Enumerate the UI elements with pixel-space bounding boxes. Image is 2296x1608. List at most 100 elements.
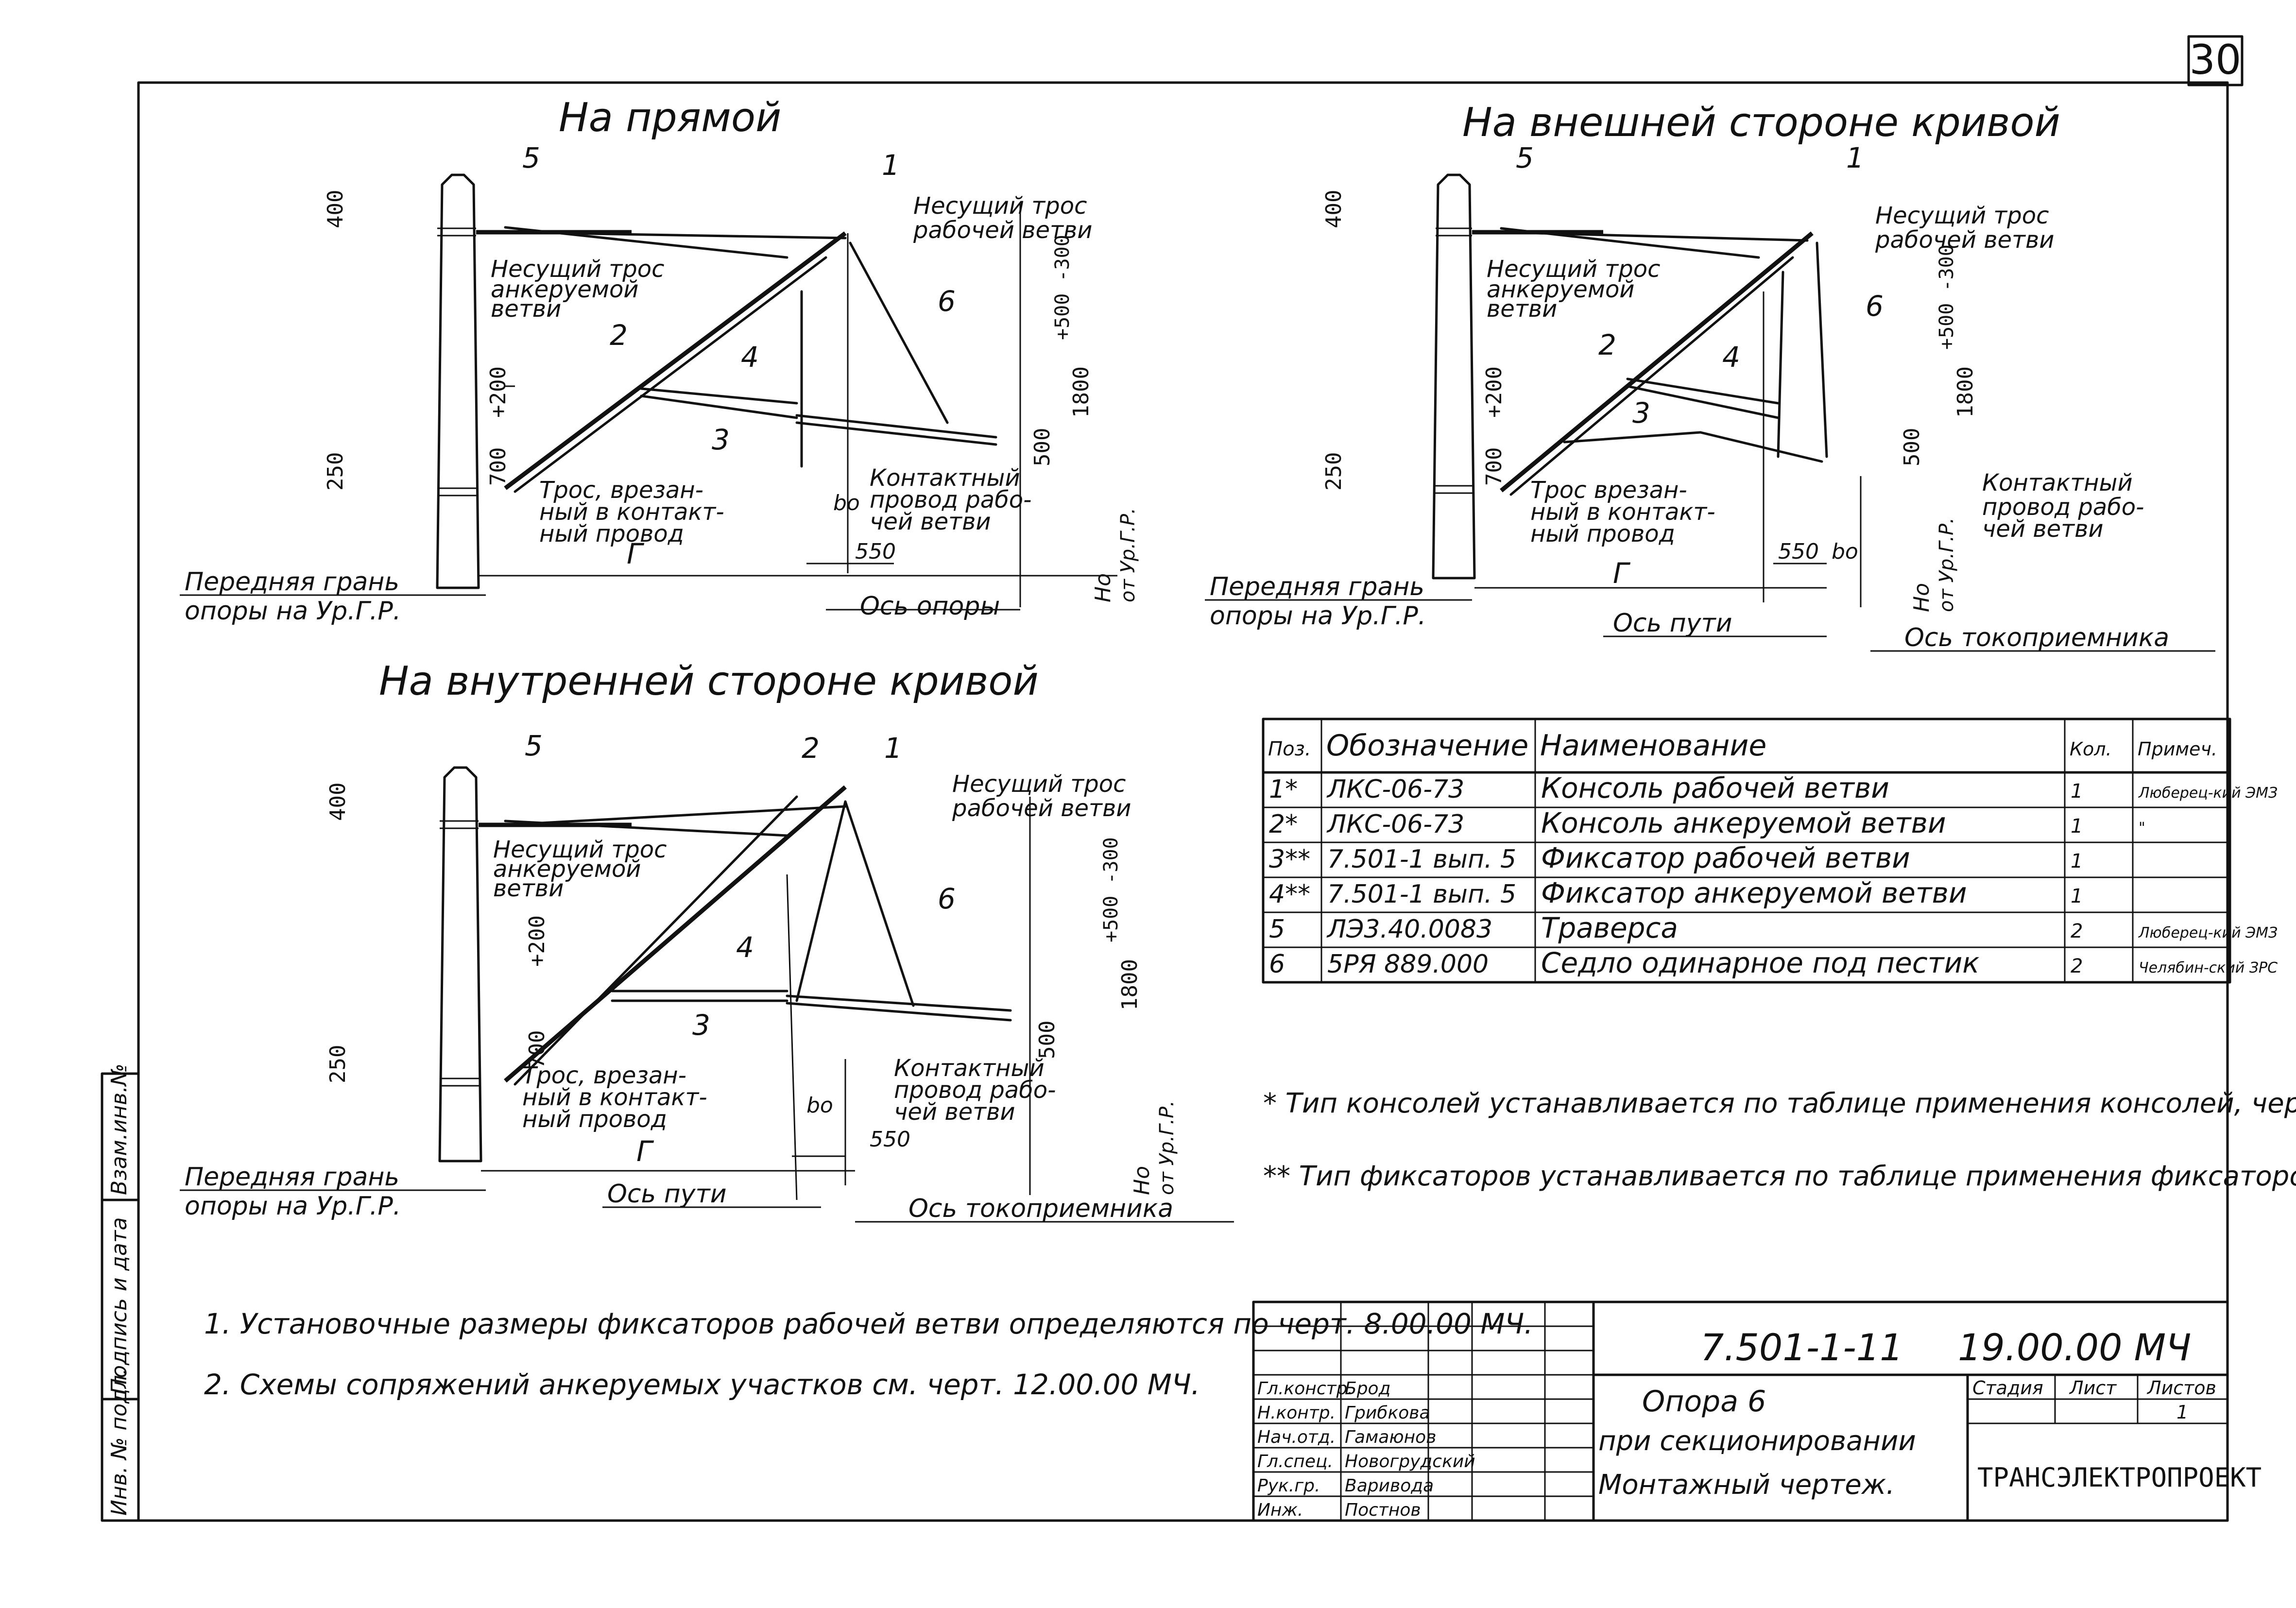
table-header-cell: Примеч. — [2138, 738, 2217, 760]
sheet-frame: 30 — [137, 35, 2244, 1522]
dim-b0: bо — [1832, 539, 1858, 564]
view-title: На прямой — [559, 95, 781, 141]
sheet-number: 30 — [2190, 36, 2242, 84]
role-title: Инж. — [1257, 1500, 1303, 1520]
table-cell: ЛКС-06-73 — [1326, 775, 1464, 804]
table-cell: 1 — [2071, 815, 2083, 838]
front-face-label: Передняя грань — [185, 567, 399, 597]
pos-1: 1 — [1846, 141, 1864, 174]
contact-wire-label-3: чей ветви — [870, 508, 991, 535]
table-cell: 7.501-1 вып. 5 — [1327, 845, 1516, 874]
table-cell: ЛКС-06-73 — [1326, 810, 1464, 839]
table-header-cell: Кол. — [2070, 738, 2112, 760]
carrier-anchored-label-3: ветви — [1487, 295, 1557, 323]
pos-4: 4 — [736, 931, 754, 964]
console — [1500, 231, 1814, 493]
carrier-anchored-label-2: анкеруемой — [491, 276, 639, 303]
role-name: Новогрудский — [1345, 1452, 1475, 1471]
role-name: Варивода — [1345, 1476, 1434, 1496]
table-cell: ЛЭ3.40.0083 — [1326, 915, 1492, 944]
dim-b0: bо — [806, 1093, 833, 1118]
carrier-anchored-label-2: анкеруемой — [1487, 276, 1635, 303]
stamp-inv: Инв. № подл. — [107, 1368, 132, 1516]
footnotes: * Тип консолей устанавливается по таблиц… — [1263, 1088, 2296, 1192]
table-cell: Фиксатор рабочей ветви — [1541, 841, 1910, 874]
contact-wire-label: Контактный — [870, 464, 1020, 492]
axis-label: Ось пути — [1613, 609, 1732, 638]
fixator-4 — [640, 387, 798, 405]
axis-label: Ось опоры — [860, 592, 1000, 621]
front-face-label-2: опоры на Ур.Г.Р. — [185, 1192, 401, 1221]
title-line-1: Опора 6 — [1642, 1385, 1766, 1419]
dim-h0: Но — [1091, 573, 1115, 602]
general-notes: 1. Установочные размеры фиксаторов рабоч… — [204, 1307, 1533, 1401]
table-header-cell: Наименование — [1540, 729, 1766, 763]
pos-3: 3 — [1632, 396, 1650, 429]
cut-cable-label-2: ный в контакт- — [1530, 498, 1715, 526]
cut-cable-label-3: ный провод — [1530, 520, 1675, 547]
dim-plus200: +200 — [525, 915, 549, 967]
pos-6: 6 — [1866, 290, 1884, 323]
table-cell: Седло одинарное под пестик — [1541, 946, 1979, 979]
front-face-label-2: опоры на Ур.Г.Р. — [1210, 601, 1426, 631]
contact-wire-label-3: чей ветви — [894, 1098, 1015, 1126]
cut-cable-label: Трос, врезан- — [539, 477, 703, 504]
pos-2: 2 — [610, 319, 628, 352]
title-line-2: при секционировании — [1598, 1425, 1916, 1457]
dim-550: 550 — [870, 1127, 910, 1152]
carrier-anchored-label: Несущий трос — [493, 836, 667, 863]
carrier-work-label-2: рабочей ветви — [952, 795, 1131, 822]
dim-550: 550 — [855, 539, 896, 564]
dim-550: 550 — [1778, 539, 1819, 564]
front-face-label-2: опоры на Ур.Г.Р. — [185, 597, 401, 626]
role-name: Грибкова — [1345, 1403, 1430, 1423]
dim-1800: 1800 — [1069, 366, 1094, 418]
sheet-header: Лист — [2069, 1377, 2117, 1399]
table-cell: 4** — [1269, 880, 1310, 909]
stage-header: Стадия — [1972, 1377, 2043, 1399]
dim-500: 500 — [1030, 428, 1055, 466]
carrier-anchored-label: Несущий трос — [491, 256, 664, 283]
contact-wire-label: Контактный — [1982, 469, 2133, 496]
footnote-2: ** Тип фиксаторов устанавливается по таб… — [1263, 1161, 2296, 1192]
dim-g: Г — [1613, 557, 1631, 590]
dim-g: Г — [627, 537, 645, 570]
dim-700: 700 — [1482, 447, 1507, 486]
cut-cable-label-3: ный провод — [539, 520, 684, 547]
table-cell: 2 — [2071, 920, 2083, 942]
dim-250: 250 — [326, 1045, 350, 1083]
dim-500: 500 — [1900, 428, 1924, 466]
dim-400: 400 — [326, 783, 350, 821]
cut-cable-label: Трос, врезан- — [522, 1062, 686, 1089]
table-header-cell: Поз. — [1268, 738, 1311, 760]
carrier-anchored-label-3: ветви — [491, 295, 561, 323]
pole — [436, 173, 480, 589]
dim-plus200: +200 — [1482, 366, 1507, 418]
fixator-4 — [1626, 377, 1780, 405]
drawing-code: 19.00.00 МЧ — [1958, 1326, 2191, 1369]
view-inner-curve: На внутренней стороне кривой 400 250 700… — [180, 658, 1234, 1223]
pos-1: 1 — [882, 149, 900, 182]
carrier-anchored-label-2: анкеруемой — [493, 855, 641, 883]
table-cell: Консоль рабочей ветви — [1541, 771, 1889, 804]
table-cell: 2* — [1269, 810, 1298, 839]
cut-cable-label-2: ный в контакт- — [522, 1084, 707, 1111]
carrier-work-label: Несущий трос — [1875, 202, 2049, 229]
role-name: Брод — [1345, 1379, 1390, 1399]
dim-250: 250 — [1321, 452, 1346, 491]
contact-wire-label-3: чей ветви — [1982, 515, 2104, 543]
console — [504, 785, 847, 1083]
table-cell: 7.501-1 вып. 5 — [1327, 880, 1516, 909]
dim-h0-ref: от Ур.Г.Р. — [1156, 1100, 1178, 1195]
stamp-replace: Взам.инв.№ — [107, 1063, 132, 1195]
role-title: Гл.спец. — [1257, 1452, 1333, 1471]
dim-h0-ref: от Ур.Г.Р. — [1936, 517, 1958, 612]
table-cell: Люберец-кий ЭМЗ — [2138, 785, 2278, 802]
table-cell: Траверса — [1541, 911, 1678, 944]
dim-h0: Но — [1130, 1166, 1154, 1195]
dim-plus200: +200 — [486, 366, 511, 418]
doc-number: 7.501-1-11 — [1700, 1326, 1903, 1369]
dim-b0: bо — [833, 491, 860, 515]
table-cell: Консоль анкеруемой ветви — [1541, 806, 1946, 839]
